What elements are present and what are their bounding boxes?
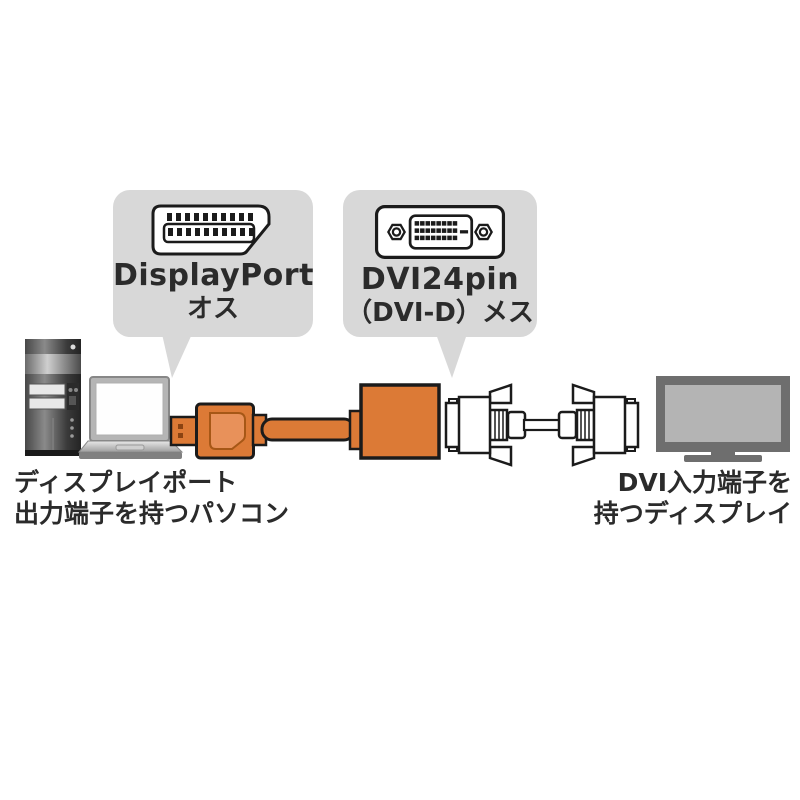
monitor-stand-base <box>684 455 762 462</box>
callout-dvi-subtitle: （DVI-D）メス <box>346 298 534 328</box>
displayport-connector-icon <box>151 204 271 256</box>
adapter-cable <box>260 417 356 442</box>
dvi-connector-right <box>557 383 640 467</box>
callout-dvi-title: DVI24pin <box>360 262 520 297</box>
dvi-cable <box>444 383 640 467</box>
label-sink-device: DVI入力端子を 持つディスプレイ <box>560 467 792 529</box>
dvi-cable-wire <box>522 418 564 432</box>
callout-displayport-title: DisplayPort <box>113 258 314 293</box>
displayport-dvi-adapter <box>169 383 441 460</box>
label-source-device: ディスプレイポート 出力端子を持つパソコン <box>14 467 289 529</box>
label-sink-line1: DVI入力端子を <box>617 468 792 497</box>
dp-plug-detail <box>209 412 246 450</box>
drive-bay <box>28 397 66 410</box>
callout-displayport-subtitle: オス <box>186 294 239 324</box>
callout-dvi: DVI24pin （DVI-D）メス <box>343 190 537 337</box>
callout-displayport: DisplayPort オス <box>113 190 313 337</box>
monitor-stand-neck <box>711 452 735 457</box>
desktop-pc <box>25 339 81 456</box>
dp-plug-tip <box>169 415 200 447</box>
dvi-connector-icon <box>374 205 506 259</box>
laptop <box>77 376 184 459</box>
power-led <box>70 344 76 350</box>
dp-pin-row-bottom <box>168 228 254 236</box>
callout-tail-displayport <box>162 334 192 378</box>
label-sink-line2: 持つディスプレイ <box>593 499 792 528</box>
monitor <box>656 376 790 462</box>
dvi-connector-left <box>444 383 527 467</box>
monitor-screen <box>665 385 781 442</box>
laptop-touchpad <box>115 444 145 451</box>
drive-bay <box>28 383 66 396</box>
label-source-line1: ディスプレイポート <box>14 468 238 497</box>
callout-tail-dvi <box>436 334 467 378</box>
label-source-line2: 出力端子を持つパソコン <box>14 499 290 528</box>
laptop-screen <box>95 382 164 436</box>
dvi-blade-slot <box>459 230 469 234</box>
dvi-pin-grid <box>414 221 469 241</box>
adapter-box <box>359 383 441 460</box>
dp-pin-row-top <box>167 213 253 221</box>
